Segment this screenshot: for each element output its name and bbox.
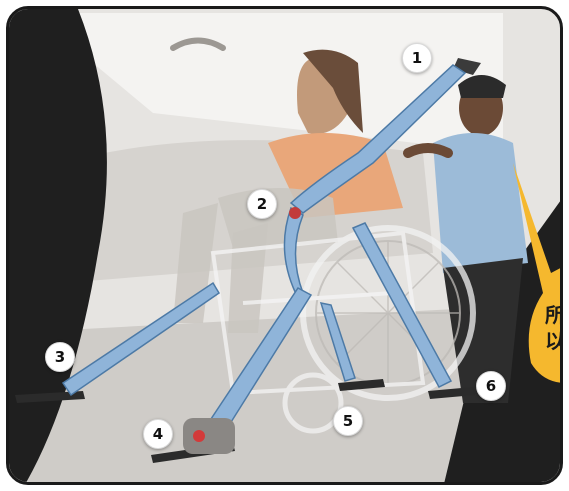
callout-text: 所 以 xyxy=(545,302,563,354)
marker-5: 5 xyxy=(333,406,363,436)
retractor-4 xyxy=(183,418,235,454)
marker-3: 3 xyxy=(45,342,75,372)
marker-1: 1 xyxy=(402,43,432,73)
callout-line-1: 所 xyxy=(545,302,563,328)
marker-2: 2 xyxy=(247,189,277,219)
scene-drawing xyxy=(9,9,563,485)
marker-4: 4 xyxy=(143,419,173,449)
callout-line-2: 以 xyxy=(545,328,563,354)
buckle-2 xyxy=(289,207,301,219)
marker-6: 6 xyxy=(476,371,506,401)
wheelchair-securement-illustration: 所 以 1 2 3 4 5 6 xyxy=(6,6,563,485)
